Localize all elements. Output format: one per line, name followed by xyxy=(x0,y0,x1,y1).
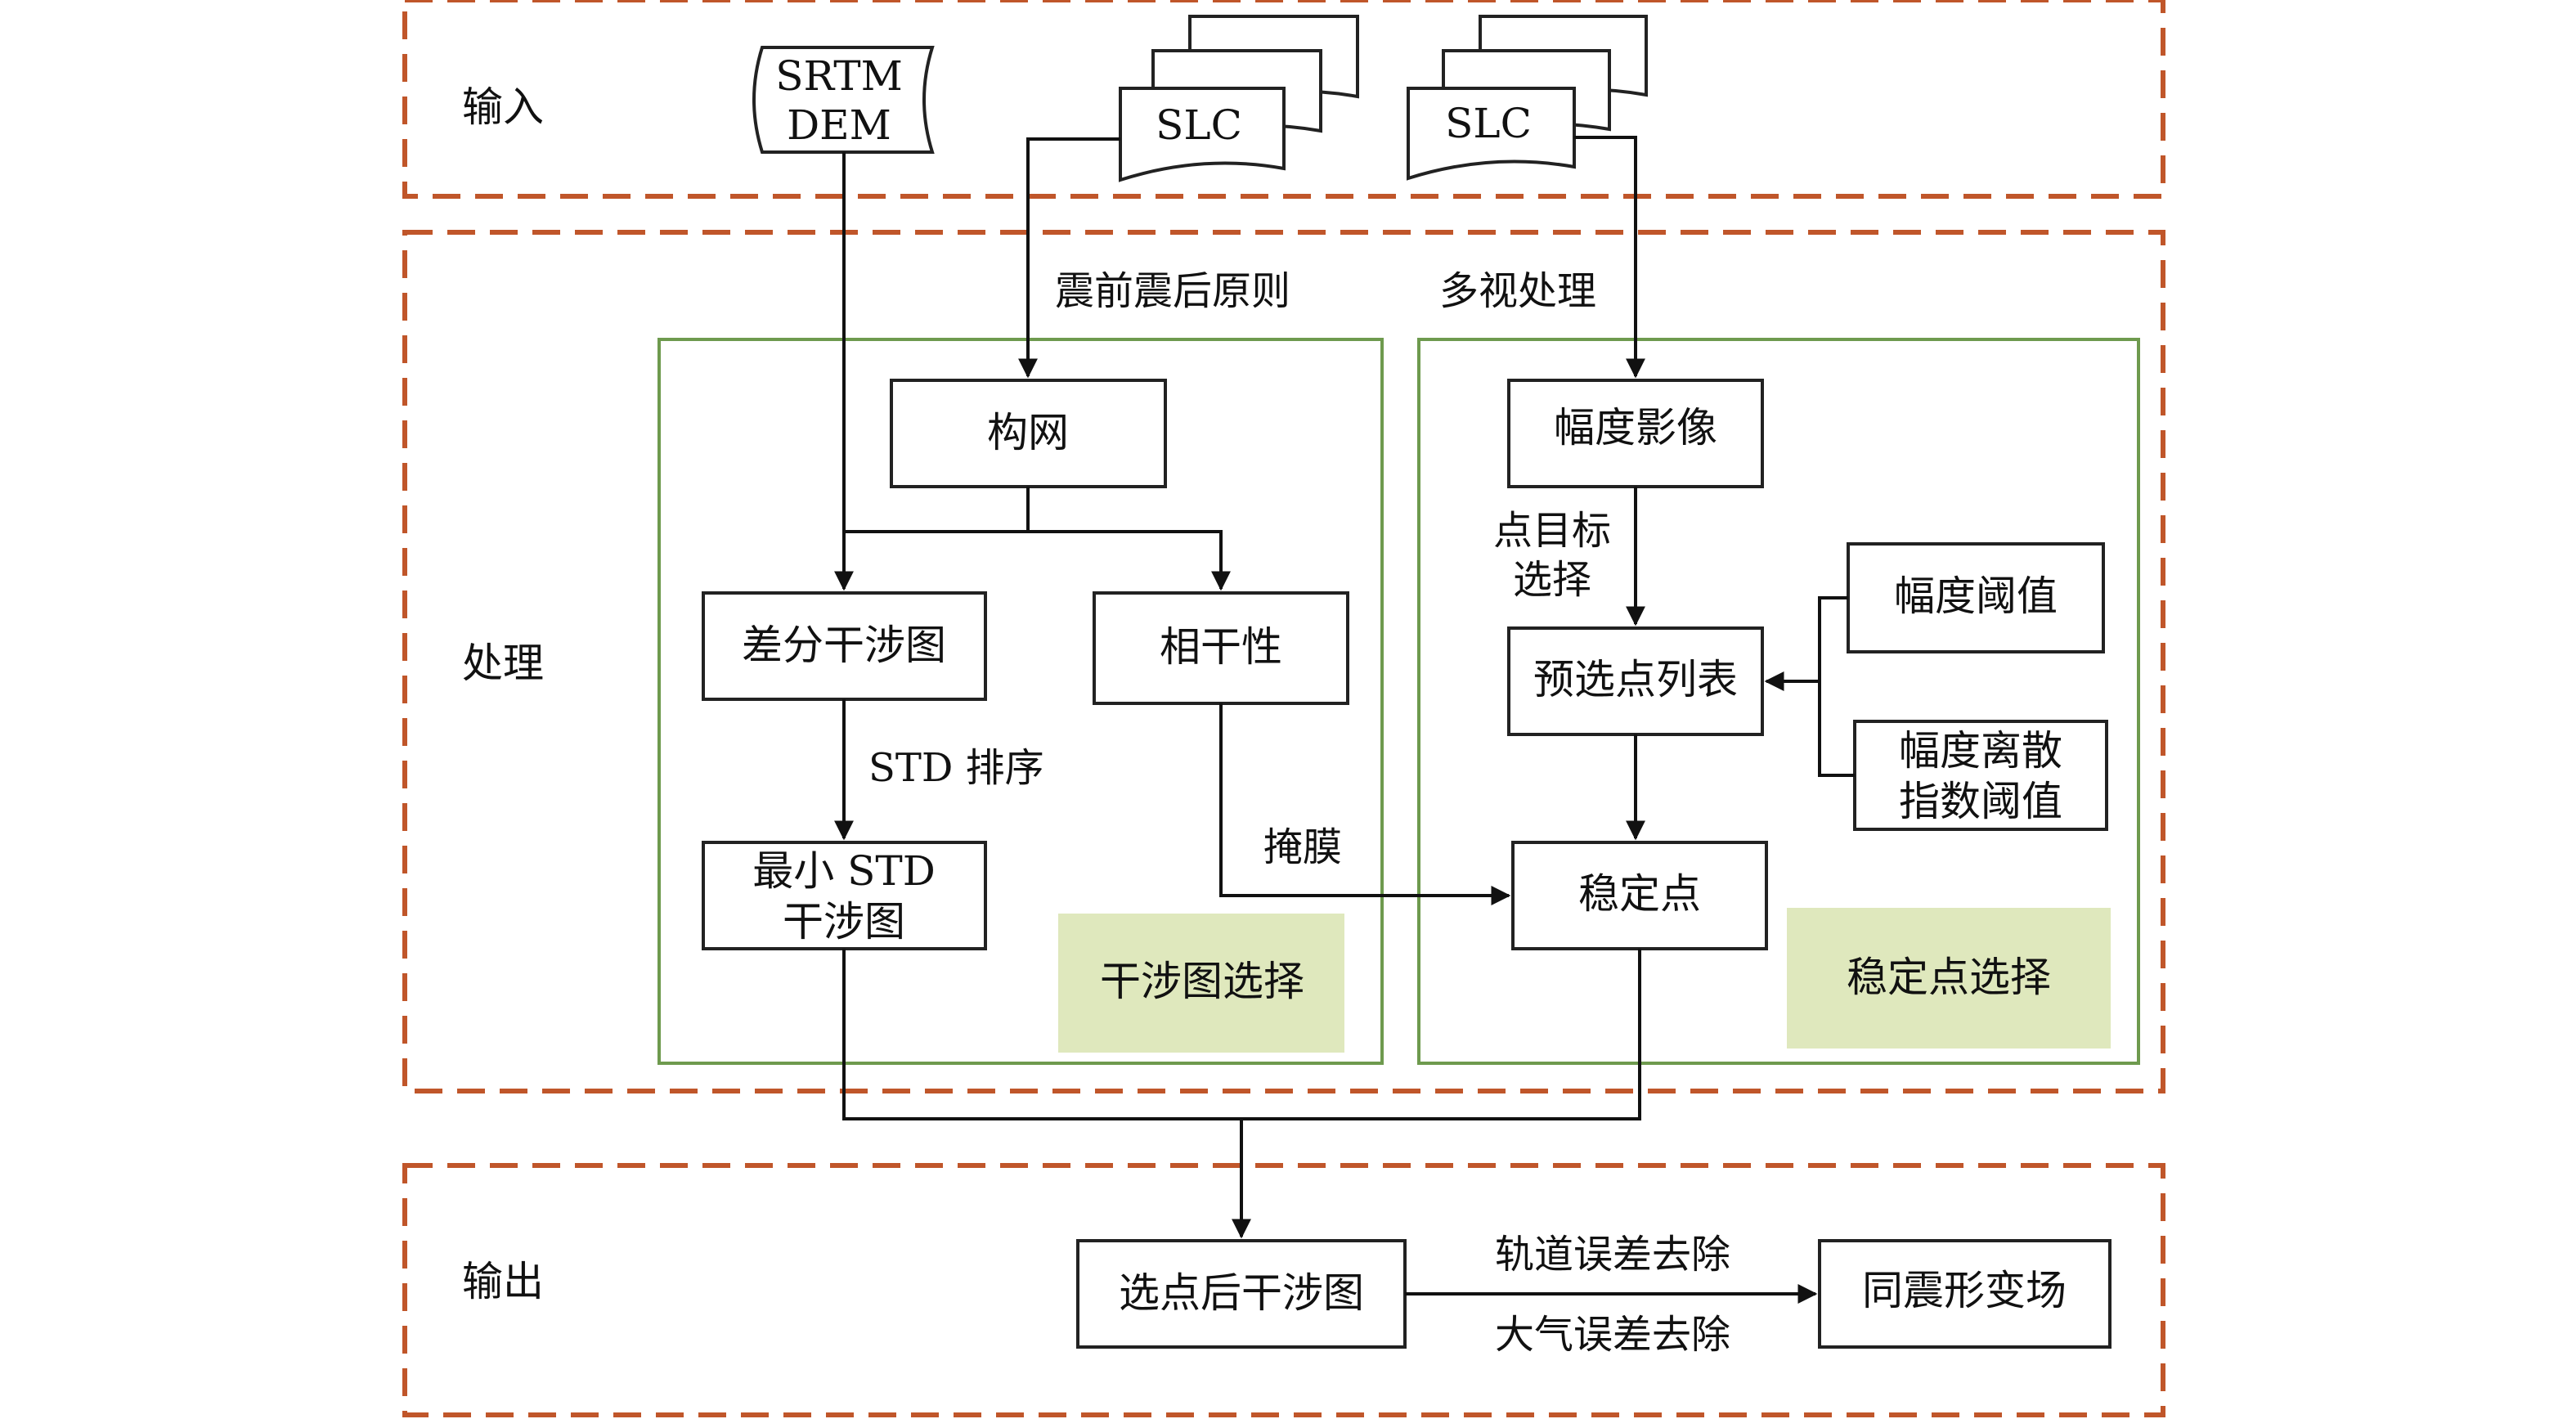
slc-stack-a: SLC xyxy=(1119,15,1359,182)
min-std-ifg-box xyxy=(702,841,987,950)
std-sort-label: STD 排序 xyxy=(868,745,1044,791)
amp-threshold-box xyxy=(1847,542,2105,653)
slc-to-network-arrow xyxy=(1018,137,1120,379)
coseismic-field-label: 同震形变场 xyxy=(1862,1267,2067,1314)
point-target-label-line1: 点目标 xyxy=(1493,508,1611,554)
stable-points-box xyxy=(1511,841,1768,950)
dispersion-threshold-label-line1: 幅度离散 xyxy=(1899,727,2062,775)
point-target-label-line2: 选择 xyxy=(1513,557,1591,603)
amplitude-image-label: 幅度影像 xyxy=(1554,404,1717,451)
network-label: 构网 xyxy=(987,409,1069,456)
candidate-list-box xyxy=(1507,626,1764,736)
orbit-removal-label: 轨道误差去除 xyxy=(1495,1232,1730,1278)
srtm-dem-label-line2: DEM xyxy=(787,101,891,149)
amplitude-image-box xyxy=(1507,379,1764,488)
stable-point-selection-group xyxy=(1417,338,2140,1065)
input-section xyxy=(402,0,2165,199)
dispersion-threshold-label-line2: 指数阈值 xyxy=(1899,778,2062,825)
output-section xyxy=(402,1163,2165,1417)
selected-ifg-label: 选点后干涉图 xyxy=(1119,1269,1364,1317)
multilook-label: 多视处理 xyxy=(1439,268,1596,314)
srtm-dem-label-line1: SRTM xyxy=(775,52,903,100)
selected-ifg-box xyxy=(1076,1239,1407,1349)
coherence-box xyxy=(1093,591,1349,705)
slc-b-label: SLC xyxy=(1445,100,1532,147)
mask-label: 掩膜 xyxy=(1263,824,1342,870)
amp-threshold-label: 幅度阈值 xyxy=(1894,573,2058,620)
slc-a-label: SLC xyxy=(1156,101,1242,149)
slc-to-amplitude-arrow xyxy=(1574,136,1645,379)
stable-points-label: 稳定点 xyxy=(1578,870,1701,918)
pre-post-rule-label: 震前震后原则 xyxy=(1055,268,1290,314)
stable-point-selection-title: 稳定点选择 xyxy=(1847,954,2051,1001)
coherence-to-stable-points-arrow xyxy=(1219,703,1511,905)
thresholds-to-candidate-bracket xyxy=(1818,596,1855,777)
min-std-ifg-label-line1: 最小 STD xyxy=(752,847,936,895)
process-section xyxy=(402,230,2165,1093)
output-section-label: 输出 xyxy=(462,1258,544,1305)
ifg-selection-title: 干涉图选择 xyxy=(1100,958,1304,1005)
coseismic-field-box xyxy=(1818,1239,2112,1349)
diff-ifg-label: 差分干涉图 xyxy=(742,622,946,669)
srtm-dem-document: SRTM DEM xyxy=(752,46,935,154)
network-box xyxy=(890,379,1167,488)
slc-stack-b: SLC xyxy=(1407,15,1648,181)
diff-ifg-box xyxy=(702,591,987,701)
ifg-selection-highlight xyxy=(1058,914,1344,1053)
stable-point-selection-highlight xyxy=(1787,908,2111,1049)
candidate-list-label: 预选点列表 xyxy=(1533,656,1738,703)
network-to-coherence-arrow xyxy=(1026,487,1231,591)
ifg-selection-group xyxy=(657,338,1384,1065)
process-section-label: 处理 xyxy=(462,640,544,687)
min-std-ifg-label-line2: 干涉图 xyxy=(783,898,905,945)
atmo-removal-label: 大气误差去除 xyxy=(1495,1312,1730,1358)
input-section-label: 输入 xyxy=(462,83,544,131)
coherence-label: 相干性 xyxy=(1160,623,1282,671)
